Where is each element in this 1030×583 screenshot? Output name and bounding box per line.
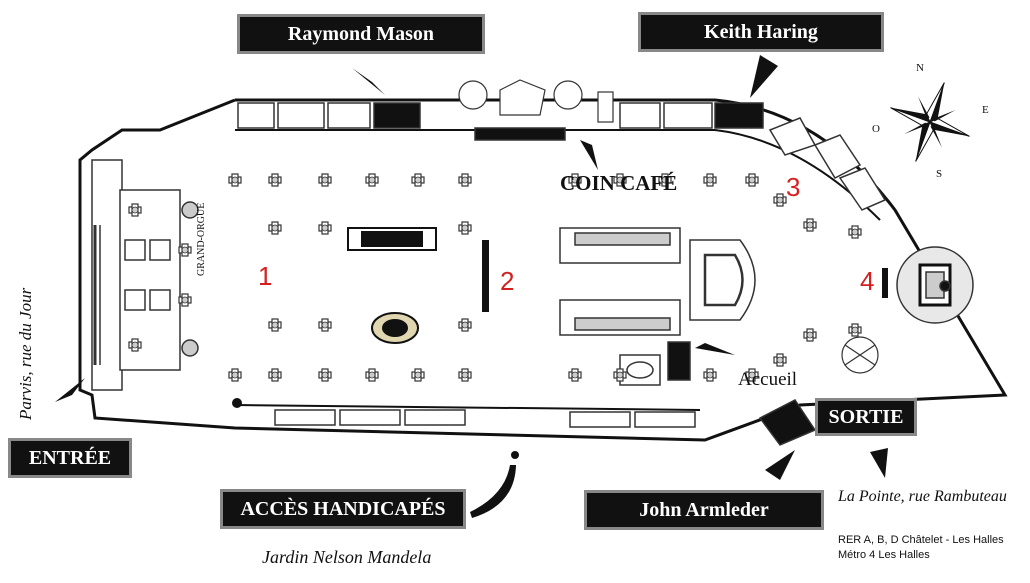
apse-chapel: [896, 246, 974, 324]
zone-1-number: 1: [258, 261, 273, 291]
zone-2-number: 2: [500, 266, 515, 296]
label-acces-handicapes: ACCÈS HANDICAPÉS: [220, 489, 466, 529]
label-john-armleder: John Armleder: [584, 490, 824, 530]
nave-font: [371, 312, 419, 344]
transport-metro: Métro 4 Les Halles: [838, 549, 930, 561]
compass-n: N: [916, 62, 924, 74]
compass-o: O: [872, 123, 880, 135]
southeast-stairs: [841, 336, 879, 374]
choir-stalls: [559, 227, 756, 386]
label-sortie: SORTIE: [815, 398, 917, 436]
zone-2-panel: [482, 240, 489, 312]
transport-rer: RER A, B, D Châtelet - Les Halles: [838, 534, 1004, 546]
label-coin-cafe: COIN CAFÉ: [560, 171, 678, 195]
pointer-markers: [55, 55, 888, 518]
north-chapels: [237, 102, 764, 141]
label-accueil: Accueil: [738, 369, 798, 390]
west-front: [91, 159, 199, 391]
label-keith-haring: Keith Haring: [638, 12, 884, 52]
label-la-pointe: La Pointe, rue Rambuteau: [838, 488, 1007, 505]
label-entree: ENTRÉE: [8, 438, 132, 478]
zone-4-number: 4: [860, 266, 875, 296]
zone-4-panel: [882, 268, 888, 298]
east-chapels: [768, 117, 887, 211]
zone-3-number: 3: [786, 172, 801, 202]
label-parvis: Parvis, rue du Jour: [16, 287, 35, 420]
compass-rose: [890, 82, 970, 162]
compass-e: E: [982, 104, 989, 116]
pulpit: [347, 227, 437, 251]
label-jardin: Jardin Nelson Mandela: [262, 547, 432, 567]
compass-s: S: [936, 168, 943, 180]
label-grand-orgue: GRAND-ORGUE: [196, 202, 207, 276]
north-stairs: [458, 79, 614, 123]
label-raymond-mason: Raymond Mason: [237, 14, 485, 54]
